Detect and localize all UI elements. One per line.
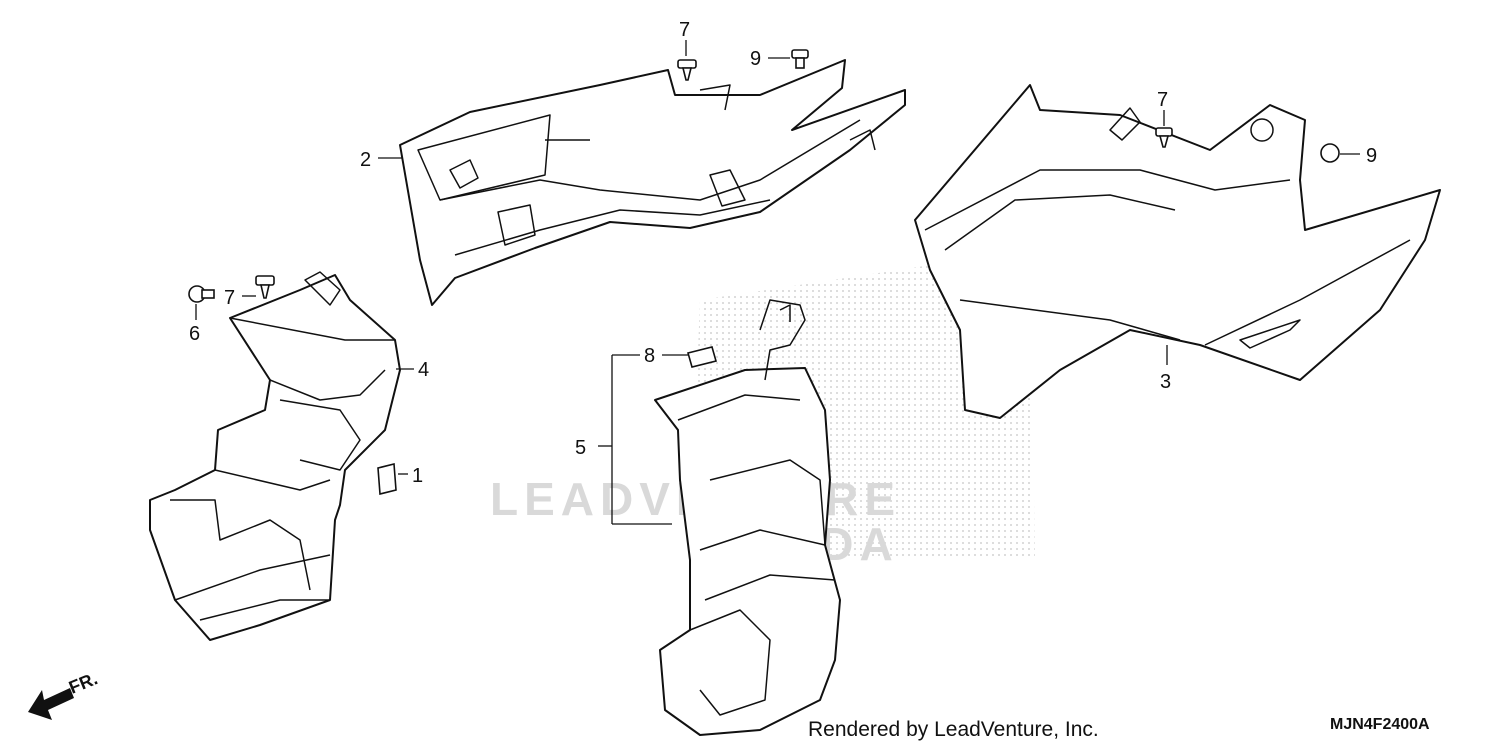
screw-7-right (1155, 127, 1173, 148)
callout-9-top: 9 (750, 48, 761, 70)
callout-7-left: 7 (224, 287, 235, 309)
callout-6: 6 (189, 323, 200, 345)
clip-9-right (1320, 143, 1340, 163)
render-credit: Rendered by LeadVenture, Inc. (808, 718, 1099, 741)
side-cover-left (399, 59, 906, 306)
nut-clip-1 (377, 462, 397, 496)
leader-lines (195, 40, 1360, 525)
callout-1: 1 (412, 465, 423, 487)
side-cover-right (914, 84, 1441, 419)
callout-7-right: 7 (1157, 89, 1168, 111)
air-duct-left (149, 271, 401, 641)
callout-4: 4 (418, 359, 429, 381)
callouts: 1 2 3 4 5 6 7 7 7 8 9 9 (189, 19, 1377, 487)
callout-9-right: 9 (1366, 145, 1377, 167)
lower-cover-center (654, 299, 841, 736)
bolt-6 (188, 285, 215, 303)
front-label: FR. (66, 668, 100, 697)
callout-3: 3 (1160, 371, 1171, 393)
screw-7-top (677, 59, 697, 81)
screw-7-left (255, 275, 275, 299)
front-indicator: FR. (28, 668, 100, 720)
callout-8: 8 (644, 345, 655, 367)
callout-2: 2 (360, 149, 371, 171)
hardware (188, 49, 1340, 496)
grommet-8 (687, 346, 717, 368)
diagram-code: MJN4F2400A (1330, 716, 1430, 733)
callout-7-top: 7 (679, 19, 690, 41)
callout-5: 5 (575, 437, 586, 459)
front-arrow-icon (28, 688, 74, 720)
clip-9-top (791, 49, 809, 69)
